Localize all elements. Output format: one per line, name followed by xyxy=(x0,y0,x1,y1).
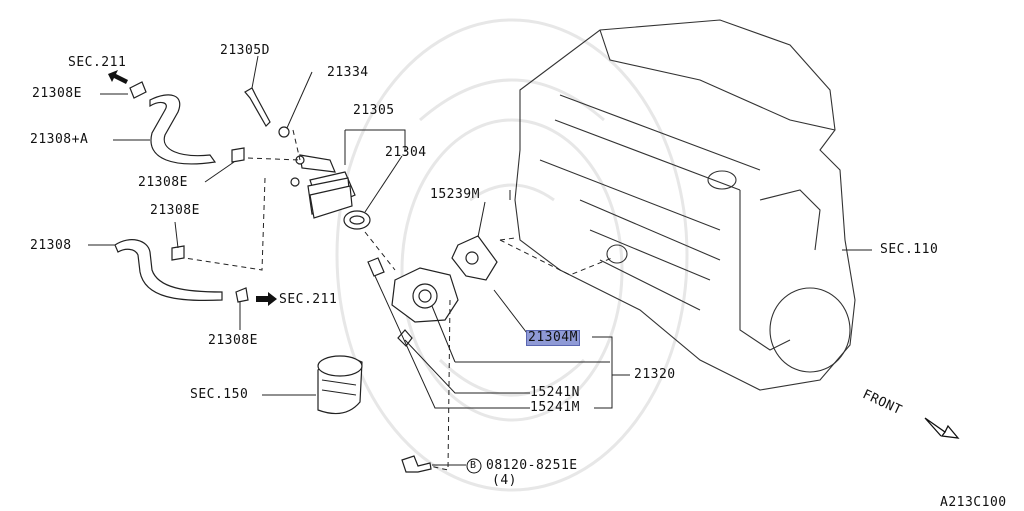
label-21304M-highlighted[interactable]: 21304M xyxy=(526,330,580,346)
label-bolt-quantity: (4) xyxy=(492,473,517,488)
engine-block xyxy=(514,19,856,391)
label-21308E-d[interactable]: 21308E xyxy=(208,333,258,348)
label-15241N[interactable]: 15241N xyxy=(530,385,580,400)
oil-cooler xyxy=(290,154,356,219)
oil-filter-bracket xyxy=(391,267,459,347)
label-21305D[interactable]: 21305D xyxy=(220,43,270,58)
bolt-21305D xyxy=(244,87,271,127)
figure-id: A213C100 xyxy=(940,495,1007,510)
label-sec150[interactable]: SEC.150 xyxy=(190,387,249,402)
label-21320[interactable]: 21320 xyxy=(634,367,676,382)
hose-21308 xyxy=(114,239,223,301)
label-21334[interactable]: 21334 xyxy=(327,65,369,80)
label-sec211-top[interactable]: SEC.211 xyxy=(68,55,127,70)
sensor-15241N xyxy=(367,257,385,277)
label-08120-8251E[interactable]: 08120-8251E xyxy=(486,458,578,473)
label-21308A[interactable]: 21308+A xyxy=(30,132,89,147)
label-sec211-bottom[interactable]: SEC.211 xyxy=(279,292,338,307)
label-21305[interactable]: 21305 xyxy=(353,103,395,118)
circle-b-marker: B xyxy=(470,460,477,471)
clamp-b xyxy=(231,147,245,163)
label-15239M[interactable]: 15239M xyxy=(430,187,480,202)
clamp-d xyxy=(235,287,249,303)
label-21308E-c[interactable]: 21308E xyxy=(150,203,200,218)
oil-filter xyxy=(317,355,363,415)
washer-21334 xyxy=(278,126,290,138)
hose-21308A xyxy=(149,94,217,165)
bolt-08120 xyxy=(401,455,432,473)
watermark-emblem xyxy=(335,18,689,492)
label-21308[interactable]: 21308 xyxy=(30,238,72,253)
label-21308E-a[interactable]: 21308E xyxy=(32,86,82,101)
clamp-a xyxy=(129,81,147,99)
clamp-c xyxy=(171,245,185,261)
label-21308E-b[interactable]: 21308E xyxy=(138,175,188,190)
label-sec110[interactable]: SEC.110 xyxy=(880,242,939,257)
label-21304[interactable]: 21304 xyxy=(385,145,427,160)
label-15241M[interactable]: 15241M xyxy=(530,400,580,415)
